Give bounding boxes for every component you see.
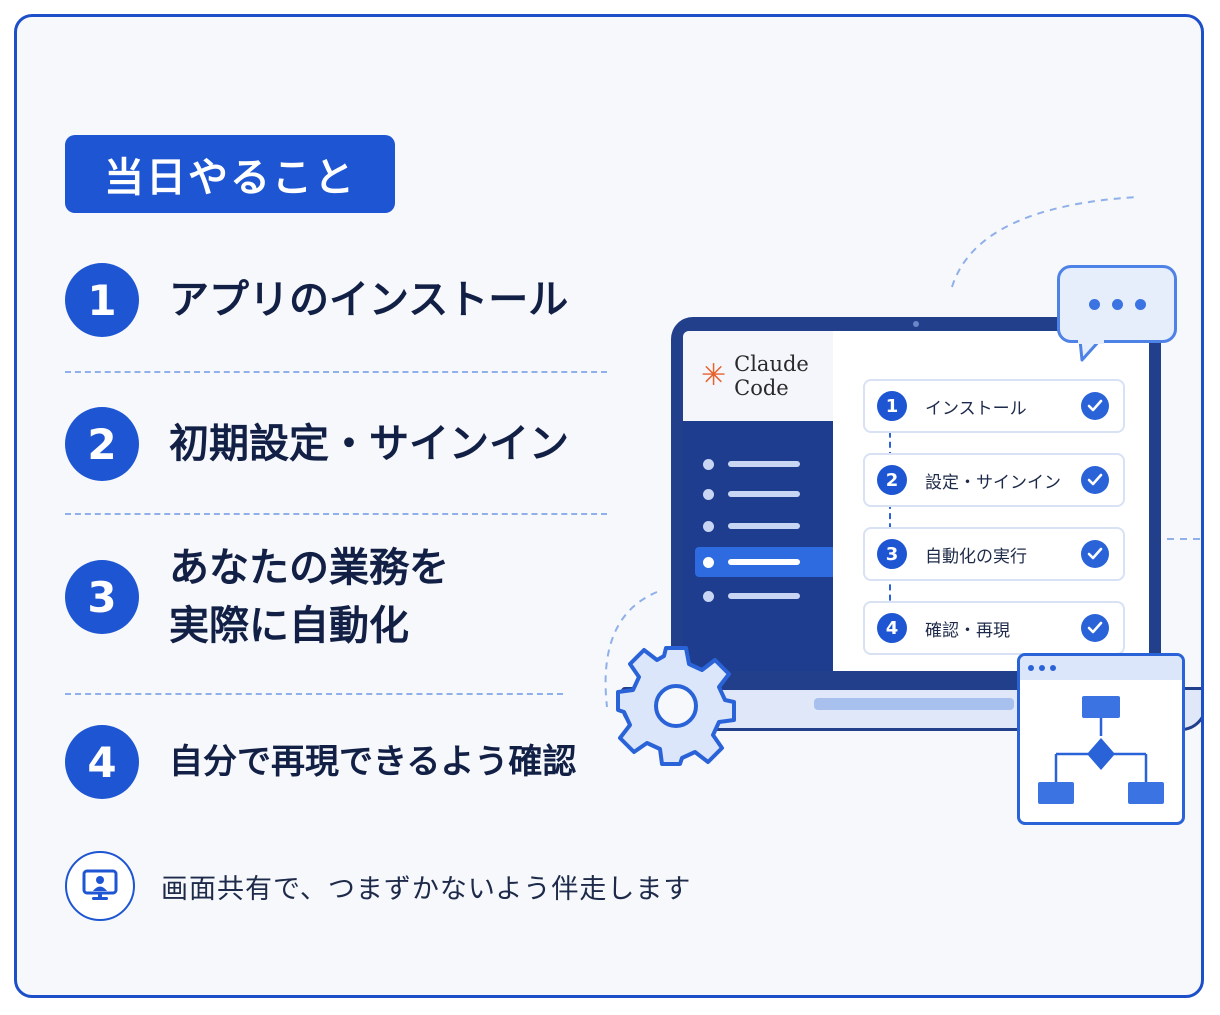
task-label: 設定・サインイン	[925, 472, 1061, 493]
task-label: 確認・再現	[925, 620, 1010, 641]
chat-bubble-icon	[1057, 265, 1177, 362]
claude-asterisk-icon: ✳	[701, 358, 727, 393]
sidebar-item	[703, 487, 800, 501]
app-logo: ✳ Claude Code	[683, 331, 833, 421]
step-4: 4 自分で再現できるよう確認	[65, 725, 576, 799]
step-text: 初期設定・サインイン	[169, 421, 569, 467]
task-number: 1	[877, 391, 907, 421]
app-screen: ✳ Claude Code 1 インストール 2 設定・サインイン	[683, 331, 1149, 671]
check-icon	[1081, 392, 1109, 420]
footer-note: 画面共有で、つまずかないよう伴走します	[65, 851, 691, 921]
gear-icon	[616, 646, 736, 766]
step-text: あなたの業務を 実際に自動化	[169, 545, 449, 649]
heading-badge: 当日やること	[65, 135, 395, 213]
sidebar-item	[703, 457, 800, 471]
task-item: 1 インストール	[863, 379, 1125, 433]
flowchart-icon	[1038, 696, 1164, 804]
step-number: 2	[65, 407, 139, 481]
sidebar-item-active	[703, 555, 800, 569]
task-number: 2	[877, 465, 907, 495]
app-name: Claude Code	[734, 352, 809, 400]
step-text: アプリのインストール	[169, 277, 569, 323]
check-icon	[1081, 540, 1109, 568]
task-label: 自動化の実行	[925, 546, 1027, 567]
step-number: 4	[65, 725, 139, 799]
task-item: 4 確認・再現	[863, 601, 1125, 655]
task-number: 4	[877, 613, 907, 643]
divider	[65, 371, 607, 373]
screen-share-icon	[65, 851, 135, 921]
footer-text: 画面共有で、つまずかないよう伴走します	[161, 873, 692, 905]
task-item: 3 自動化の実行	[863, 527, 1125, 581]
laptop-illustration: ✳ Claude Code 1 インストール 2 設定・サインイン	[671, 317, 1161, 687]
divider	[65, 693, 563, 695]
task-label: インストール	[925, 398, 1027, 419]
step-1: 1 アプリのインストール	[65, 263, 568, 337]
trackpad	[814, 698, 1014, 710]
task-item: 2 設定・サインイン	[863, 453, 1125, 507]
divider	[65, 513, 607, 515]
step-2: 2 初期設定・サインイン	[65, 407, 569, 481]
task-number: 3	[877, 539, 907, 569]
step-number: 3	[65, 560, 139, 634]
info-card: 当日やること 1 アプリのインストール 2 初期設定・サインイン 3 あなたの業…	[14, 14, 1204, 998]
sidebar-item	[703, 589, 800, 603]
app-sidebar: ✳ Claude Code	[683, 331, 833, 671]
flowchart-window	[1017, 653, 1185, 825]
step-text: 自分で再現できるよう確認	[169, 742, 577, 782]
task-connector	[889, 401, 891, 621]
sidebar-item	[703, 519, 800, 533]
check-icon	[1081, 614, 1109, 642]
step-3: 3 あなたの業務を 実際に自動化	[65, 539, 449, 655]
step-number: 1	[65, 263, 139, 337]
check-icon	[1081, 466, 1109, 494]
camera-dot	[913, 321, 919, 327]
